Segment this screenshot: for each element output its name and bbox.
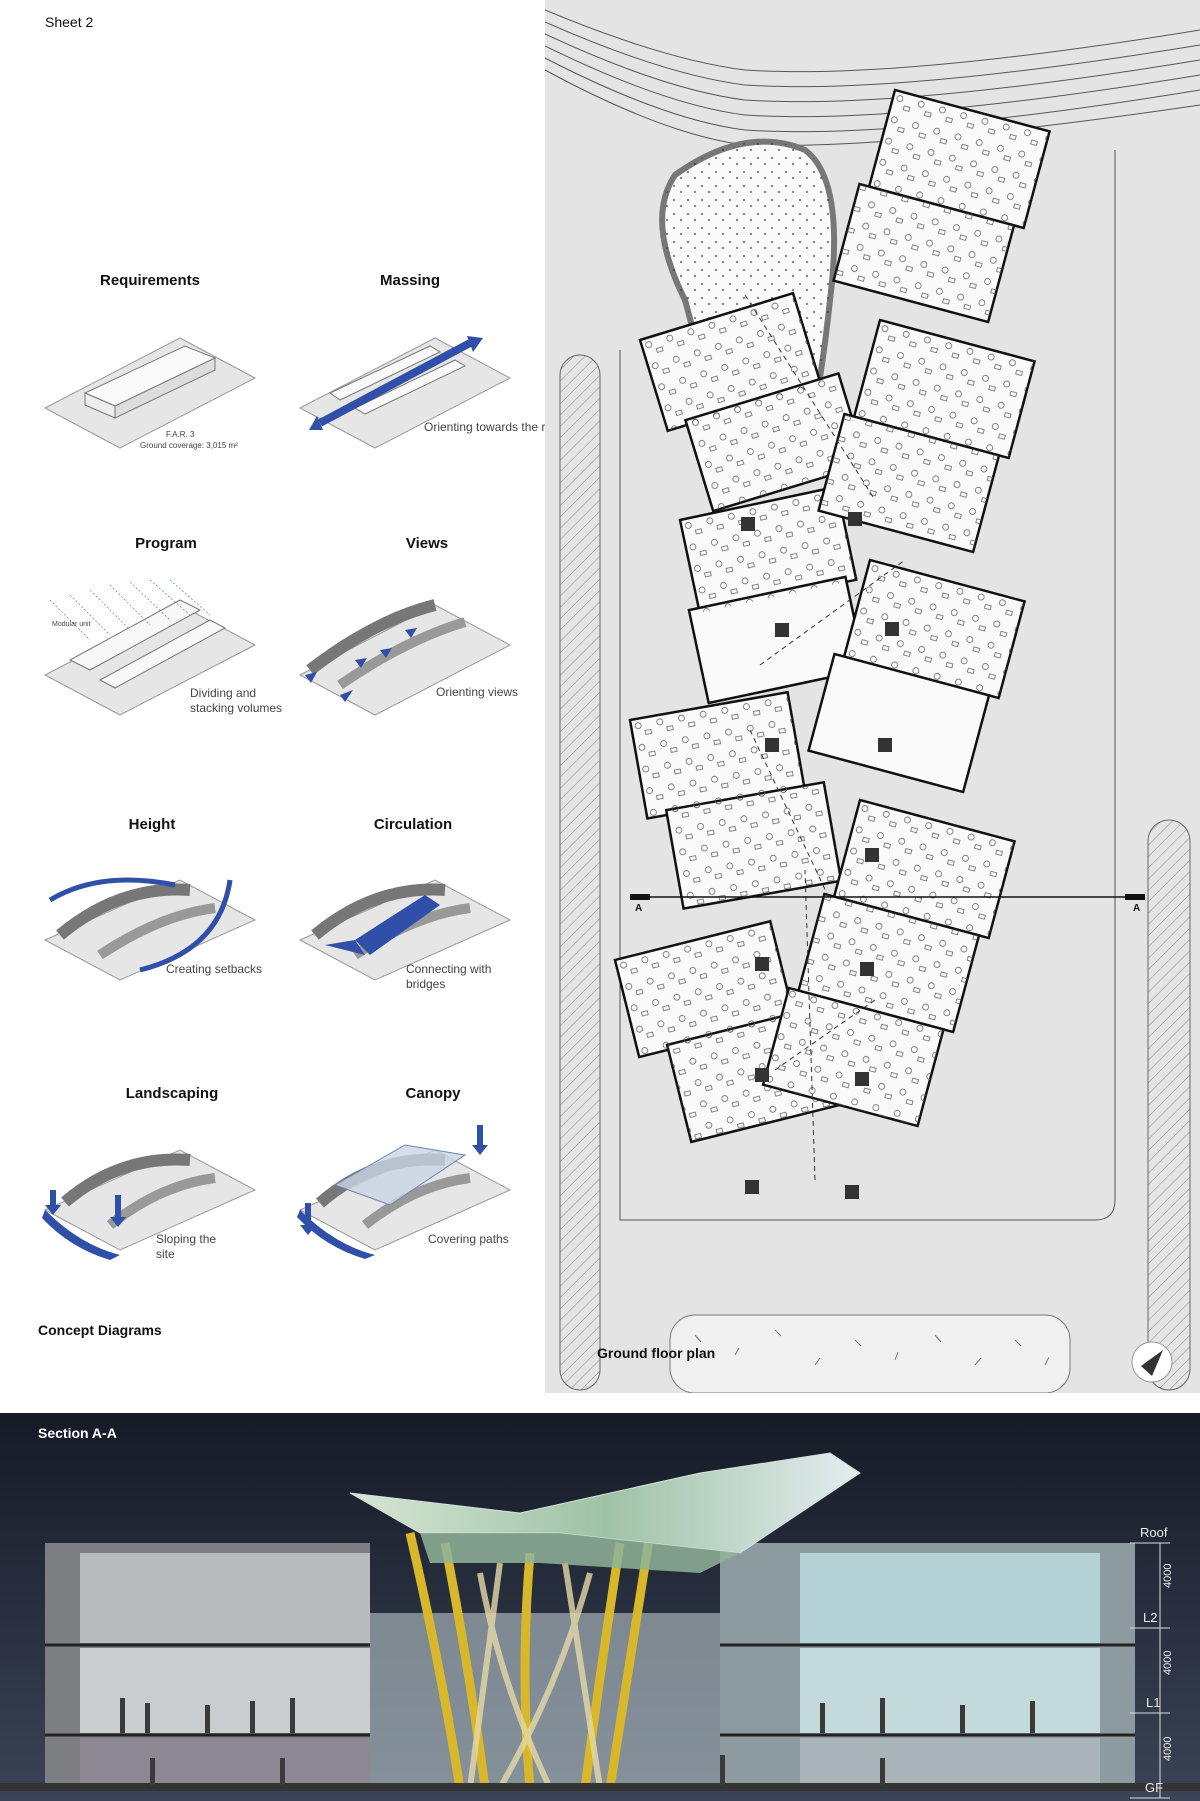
dim-l2-l1: 4000 bbox=[1162, 1650, 1174, 1675]
level-l2: L2 bbox=[1143, 1610, 1158, 1625]
views-heading: Views bbox=[405, 535, 449, 552]
ground-floor-plan: A A Ground floor plan bbox=[545, 0, 1200, 1393]
landscaping-heading: Landscaping bbox=[125, 1085, 219, 1102]
landscaping-diagram bbox=[42, 1149, 257, 1260]
views-note: Orienting views bbox=[436, 685, 519, 699]
far-label: F.A.R. 3 bbox=[166, 430, 195, 439]
requirements-diagram bbox=[43, 337, 257, 449]
circulation-note: Connecting with bridges bbox=[406, 962, 492, 991]
landscaping-note: Sloping the site bbox=[156, 1232, 217, 1261]
massing-heading: Massing bbox=[379, 272, 440, 289]
plan-caption: Ground floor plan bbox=[597, 1345, 716, 1361]
sheet-title: Sheet 2 bbox=[45, 14, 94, 30]
height-note: Creating setbacks bbox=[166, 962, 263, 976]
section-drawing bbox=[0, 1413, 1200, 1801]
circulation-heading: Circulation bbox=[373, 816, 453, 833]
massing-diagram bbox=[298, 336, 512, 449]
program-note: Dividing and stacking volumes bbox=[190, 686, 283, 715]
program-diagram bbox=[43, 580, 257, 716]
height-diagram bbox=[43, 877, 257, 981]
section-a-a: Section A-A Roof L2 L1 GF 4000 4000 4000 bbox=[0, 1413, 1200, 1801]
modular-unit-tag: Modular unit bbox=[52, 621, 91, 628]
coverage-label: Ground coverage: 3,015 m² bbox=[140, 441, 238, 450]
level-gf: GF bbox=[1145, 1780, 1164, 1795]
level-roof: Roof bbox=[1140, 1525, 1168, 1540]
circulation-diagram bbox=[298, 879, 512, 981]
section-title: Section A-A bbox=[38, 1425, 117, 1441]
canopy-diagram bbox=[297, 1125, 512, 1259]
dim-l1-gf: 4000 bbox=[1162, 1736, 1174, 1761]
massing-note: Orienting towards the river bbox=[424, 420, 565, 434]
requirements-heading: Requirements bbox=[99, 272, 201, 289]
concept-caption: Concept Diagrams bbox=[38, 1322, 162, 1338]
section-mark-right: A bbox=[1133, 903, 1141, 914]
canopy-note: Covering paths bbox=[428, 1232, 509, 1246]
section-mark-left: A bbox=[635, 903, 643, 914]
canopy-heading: Canopy bbox=[405, 1085, 461, 1102]
height-heading: Height bbox=[128, 816, 176, 833]
views-diagram bbox=[298, 599, 512, 716]
dim-roof-l2: 4000 bbox=[1162, 1563, 1174, 1588]
level-l1: L1 bbox=[1146, 1695, 1161, 1710]
program-heading: Program bbox=[135, 535, 197, 552]
plan-drawing bbox=[545, 9, 1200, 1393]
